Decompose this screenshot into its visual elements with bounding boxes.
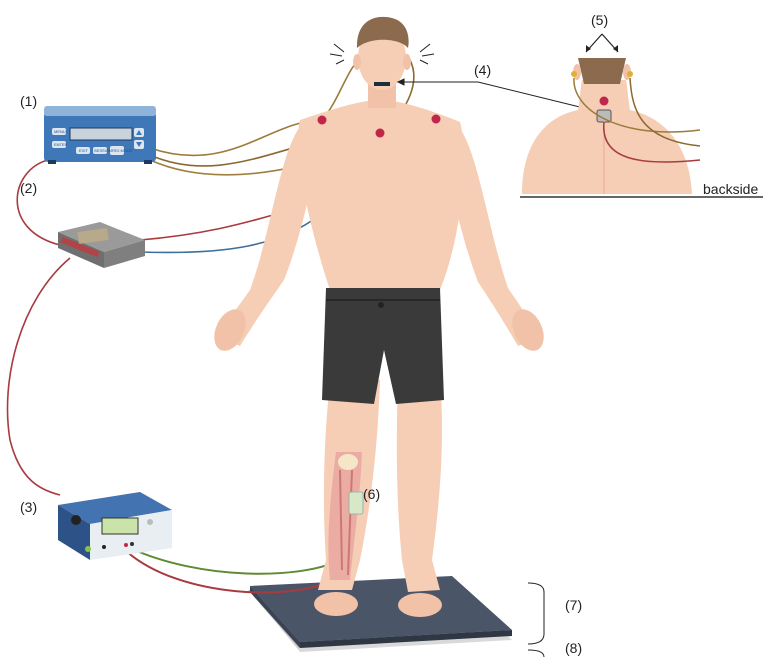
label-7: (7) (565, 597, 582, 613)
label-6: (6) (363, 486, 380, 502)
right-leg (397, 380, 442, 592)
label-2: (2) (20, 180, 37, 196)
wire-red-3 (8, 258, 71, 495)
adapter-box (58, 222, 145, 268)
backside-label: backside (703, 181, 758, 197)
leg-stim-electrode (349, 492, 363, 514)
label-5: (5) (591, 12, 608, 28)
exit-button-label: EXIT (79, 148, 88, 153)
electrode-right-shoulder (432, 115, 441, 124)
force-platform (248, 576, 512, 652)
wire-red-1 (17, 160, 60, 245)
label-8: (8) (565, 640, 582, 656)
session-button-label: SESSION (94, 148, 112, 153)
amplifier-device: MENU ENTER EXIT SESSION TRG MODE (44, 106, 156, 164)
human-figure (208, 17, 550, 617)
platform-bracket (528, 583, 544, 657)
label-4: (4) (474, 62, 491, 78)
electrode-left-shoulder (318, 116, 327, 125)
backside-electrode (600, 97, 609, 106)
electrode-sternum (376, 129, 385, 138)
label-3: (3) (20, 499, 37, 515)
menu-button-label: MENU (54, 129, 66, 134)
trg-mode-button-label: TRG MODE (111, 148, 133, 153)
torso (298, 100, 464, 290)
backside-inset (520, 34, 763, 197)
stimulator-device (58, 492, 172, 560)
enter-button-label: ENTER (54, 142, 68, 147)
label-1: (1) (20, 93, 37, 109)
arrow-4 (398, 79, 592, 111)
